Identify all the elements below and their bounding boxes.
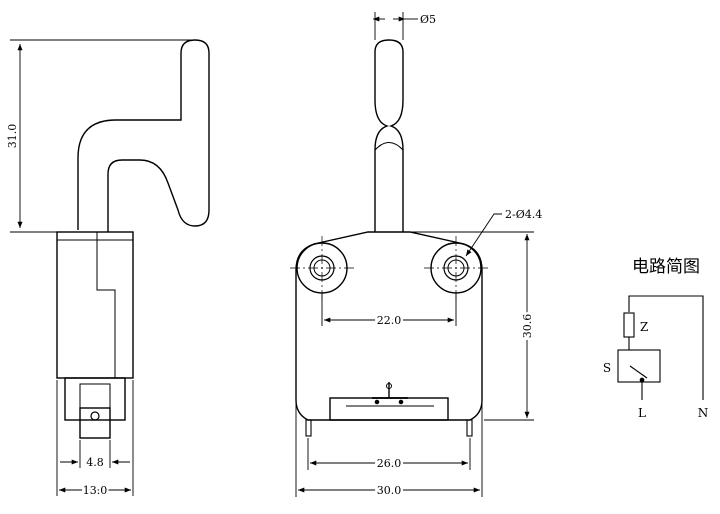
dim-lever-diameter: Ø5: [420, 13, 436, 26]
label-z: Z: [640, 320, 648, 334]
front-lever: [374, 39, 404, 232]
front-dimensions: [295, 12, 534, 497]
dim-pin-spacing: 26.0: [377, 457, 402, 470]
front-pin-right: [466, 419, 473, 437]
dim-terminal-width: 4.8: [86, 456, 104, 469]
front-terminal-housing: [329, 397, 449, 421]
dim-side-body-width: 13.0: [83, 484, 108, 497]
dim-front-body-width: 30.0: [377, 484, 402, 497]
circuit-wire-top: [628, 295, 704, 400]
label-l: L: [638, 406, 646, 420]
front-pin-left: [305, 419, 312, 437]
label-s: S: [603, 361, 611, 375]
side-body: [56, 231, 134, 379]
label-n: N: [698, 406, 709, 420]
side-lever: [77, 39, 210, 232]
front-centerlines: [290, 236, 488, 300]
switch-s-contact: [629, 365, 648, 379]
side-dimensions: [10, 39, 195, 496]
circuit-diagram: [617, 295, 704, 400]
front-view: [295, 39, 483, 437]
dim-body-height: 30.6: [521, 314, 534, 339]
side-terminal-hole: [90, 411, 100, 421]
side-terminal: [79, 407, 111, 439]
circuit-title: 电路简图: [632, 257, 700, 277]
dim-mount-holes: 2-Ø4.4: [505, 208, 542, 221]
resistor-z: [623, 312, 635, 338]
switch-s-box: [617, 349, 661, 383]
dim-lever-height: 31.0: [6, 124, 19, 149]
side-view: [56, 39, 210, 439]
dim-hole-spacing: 22.0: [377, 314, 402, 327]
